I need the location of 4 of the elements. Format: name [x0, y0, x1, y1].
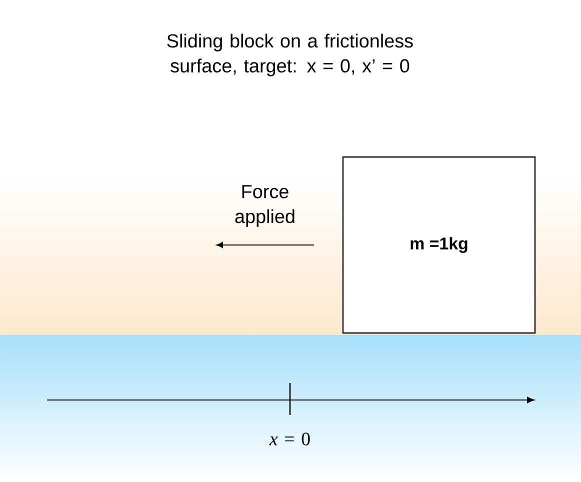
force-label: Force applied — [235, 185, 294, 227]
title: Sliding block on a frictionless surface, target: x = 0, x’ = 0 — [167, 34, 413, 76]
origin-label: x = 0 — [269, 432, 310, 446]
block: m =1kg — [342, 156, 536, 334]
